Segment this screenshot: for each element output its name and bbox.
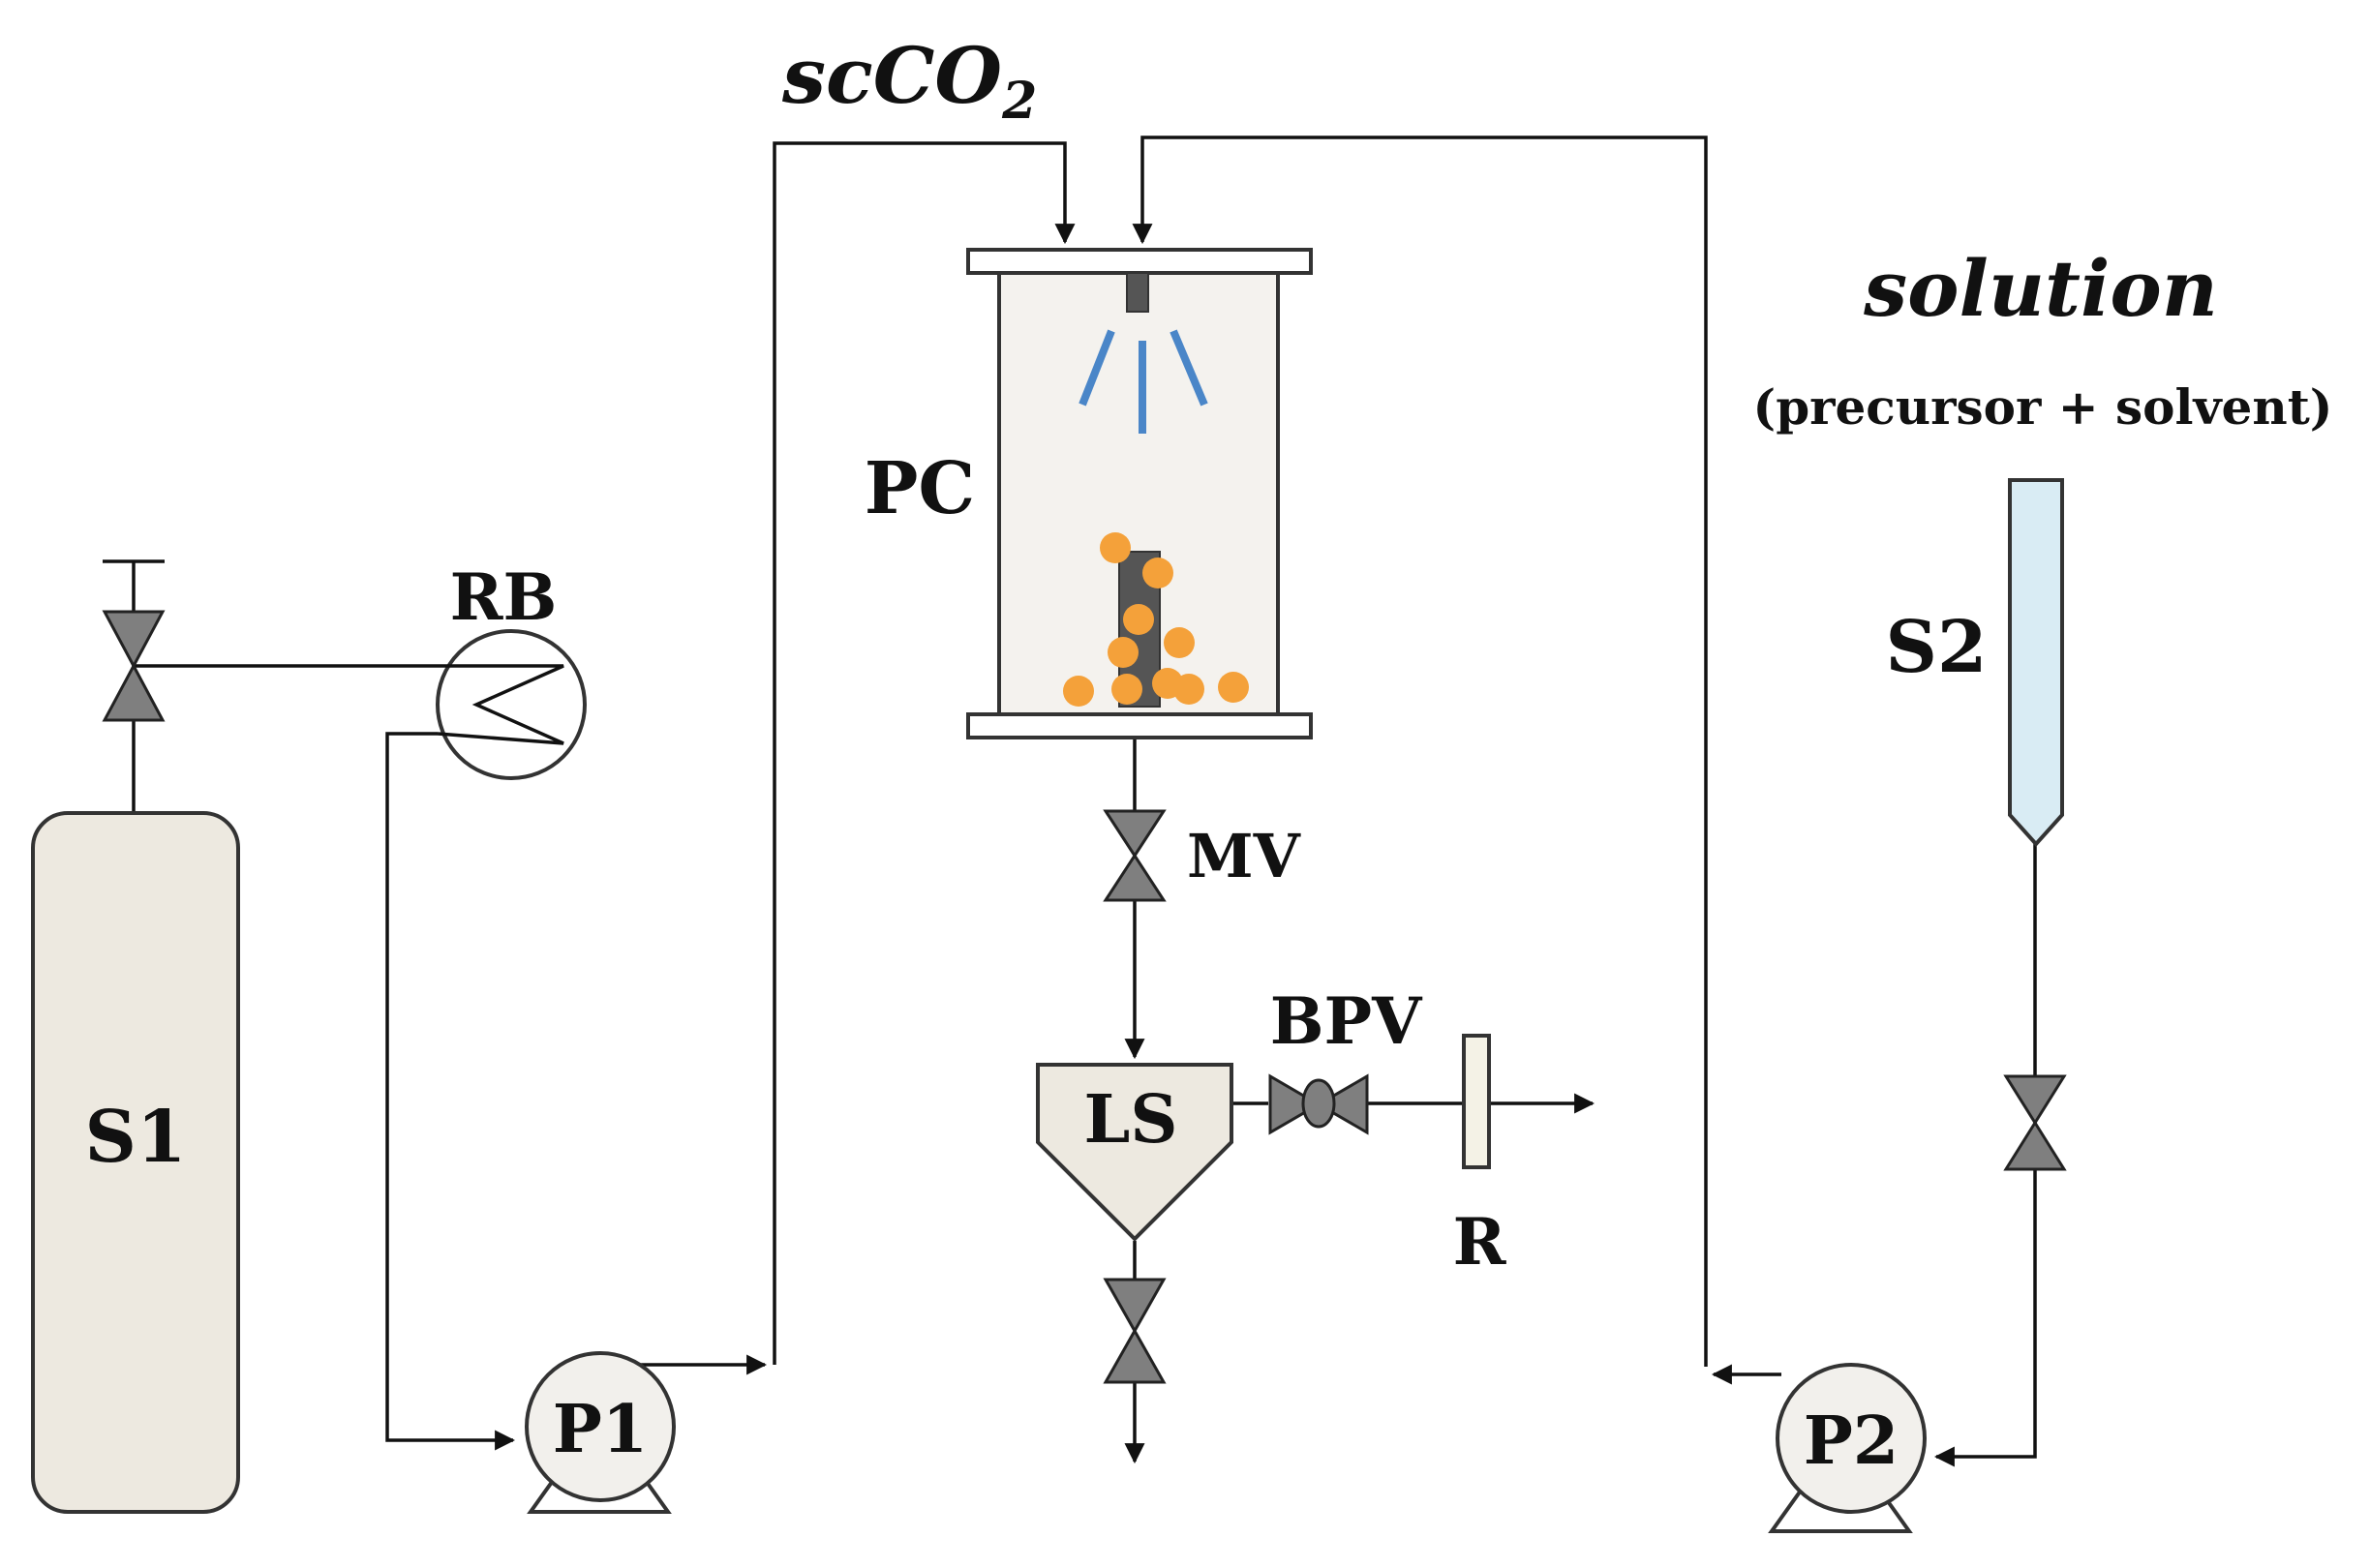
particle [1108, 637, 1139, 668]
solution-title: solution [1863, 243, 2218, 334]
s2-valve-icon [2003, 1074, 2067, 1171]
drain-valve-icon [1103, 1278, 1167, 1384]
drain-valve [1103, 1278, 1167, 1384]
scco2-text: scCO2 [781, 30, 1037, 131]
solution-labels: solution (precursor + solvent) [1753, 243, 2333, 436]
rb-heat-exchanger: RB [436, 559, 587, 780]
ls-label: LS [1084, 1081, 1178, 1159]
ls-body [1036, 1063, 1233, 1242]
pipe-rb-p1 [385, 732, 516, 1451]
s2-label: S2 [1886, 606, 1988, 689]
s1-valve-icon [102, 610, 166, 722]
mv-label: MV [1187, 821, 1301, 891]
rb-label: RB [450, 559, 558, 635]
s1-label: S1 [85, 1096, 187, 1179]
s2-burette: S2 [1886, 478, 2064, 847]
particle [1100, 532, 1131, 563]
mv-valve-icon [1103, 809, 1167, 902]
particle [1063, 676, 1094, 707]
s2-valve [2003, 1074, 2067, 1171]
r-rotameter: R [1453, 1034, 1507, 1280]
pipes [132, 136, 2037, 1467]
pc-top-flange [966, 248, 1313, 275]
pc-bottom-flange [966, 712, 1313, 739]
pc-label: PC [865, 447, 976, 530]
scco2-main: scCO [781, 30, 1002, 121]
scco2-label: scCO2 [781, 30, 1037, 131]
bpv-valve: BPV [1268, 983, 1423, 1135]
particle [1111, 674, 1142, 705]
s1-body [31, 811, 240, 1514]
pipe-s2-p2 [1933, 842, 2037, 1467]
ls-separator: LS [1036, 1063, 1233, 1242]
particle [1218, 672, 1249, 703]
particle [1173, 674, 1204, 705]
mv-valve: MV [1103, 809, 1301, 902]
particle [1142, 558, 1173, 588]
spray-line-right [1170, 329, 1208, 407]
rb-circle [436, 629, 587, 780]
p1-pump: P1 [525, 1351, 676, 1514]
spray-line-left [1079, 329, 1115, 407]
pipe-scco2-feed [773, 141, 1076, 1365]
solution-detail: (precursor + solvent) [1753, 378, 2333, 436]
p1-label: P1 [553, 1391, 648, 1468]
s1-cylinder: S1 [31, 811, 240, 1514]
p1-circle [525, 1351, 676, 1502]
pipe-p2-feed [1132, 136, 1708, 1367]
r-body [1462, 1034, 1491, 1169]
p2-circle [1776, 1363, 1927, 1514]
p2-pump: P2 [1768, 1363, 1927, 1533]
scco2-subscript: 2 [1001, 72, 1037, 131]
pc-precipitation-chamber: PC [865, 248, 1313, 739]
pc-nozzle-icon [1126, 272, 1149, 313]
spray-icon [1079, 329, 1208, 434]
particle [1164, 627, 1195, 658]
bpv-label: BPV [1270, 983, 1423, 1059]
particles [1063, 532, 1249, 707]
p2-label: P2 [1804, 1402, 1899, 1480]
particle [1123, 604, 1154, 635]
r-label: R [1453, 1204, 1507, 1280]
bpv-ball-icon [1301, 1078, 1336, 1129]
rb-coil-icon [437, 664, 564, 745]
s2-body [2008, 478, 2064, 847]
s1-valve [102, 559, 166, 722]
